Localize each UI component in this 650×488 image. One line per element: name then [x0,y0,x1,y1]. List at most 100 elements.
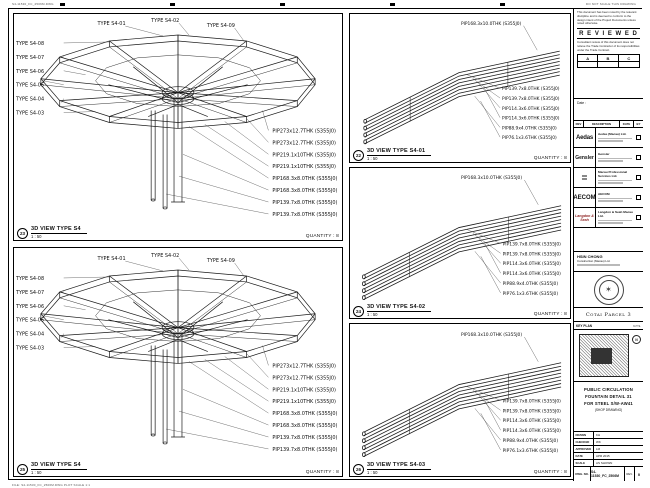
seal-area: ✶ [574,272,643,308]
view-quantity: QUANTITY : 8 [305,234,339,239]
view-ref-bubble: 22 [353,150,364,161]
rev-value: 0 [634,467,643,481]
consultant-name: AECOM [598,192,610,197]
panel-3d-view-type-s4-top: 23 3D VIEW TYPE S4 1 : 50 QUANTITY : 8 [13,13,343,241]
view-scale: 1 : 50 [367,156,378,161]
seal-star-icon: ✶ [605,284,612,294]
address-text-placeholder [577,264,620,266]
address-text-placeholder [598,137,633,140]
fold-mark [60,3,65,6]
consultant-info: Macau Professional Services Ltd. [596,170,636,184]
key-plan-scale: N.T.S. [633,323,641,328]
col-description: DESCRIPTION [584,121,620,127]
view-title-bar: 24 3D VIEW TYPE S4-02 1 : 50 QUANTITY : … [353,302,567,317]
consultant-info: Gensler [596,152,636,163]
fold-mark [280,3,285,6]
address-text-placeholder [598,179,633,182]
drawing-number-label: DWG. NO. [574,467,591,481]
field-row-approved: APPROVED LM [574,446,643,453]
field-value: KH [596,433,601,437]
consultant-row-mps: ≣ Macau Professional Services Ltd. [574,168,643,188]
field-value: WK [596,440,601,444]
consultant-row-aecom: AECOM AECOM [574,188,643,208]
drawing-fields: DRAWN KH CHECKED WK APPROVED LM DATE APR… [574,432,643,467]
option-b-checkbox [598,61,618,67]
field-value: AS SHOWN [596,461,613,465]
panel-3d-view-type-s4-bottom: 25 3D VIEW TYPE S4 1 : 50 QUANTITY : 8 [13,247,343,477]
key-plan-box: KEY PLAN N.T.S. N [574,322,643,382]
view-title-wrap: 3D VIEW TYPE S4 1 : 50 [31,226,87,239]
panel-3d-view-type-s4-02: 24 3D VIEW TYPE S4-02 1 : 50 QUANTITY : … [349,167,571,319]
view-quantity: QUANTITY : 8 [533,312,567,317]
field-row-checked: CHECKED WK [574,439,643,446]
view-title-wrap: 3D VIEW TYPE S4-02 1 : 50 [367,304,432,317]
review-status-options: A B C [577,54,640,69]
mps-logo: ≣ [574,168,596,187]
field-row-drawn: DRAWN KH [574,432,643,439]
consultant-checkbox [636,215,641,220]
revision-table: Date : REV DESCRIPTION DATE BY [574,99,643,128]
seal-inner-ring [598,279,619,300]
tube-3d-drawing [350,14,570,145]
view-quantity: QUANTITY : 8 [533,156,567,161]
panel-3d-view-type-s4-03: 26 3D VIEW TYPE S4-03 1 : 50 QUANTITY : … [349,323,571,477]
consultant-row-langdon-seah: Langdon & Seah Langdon & Seah Macau Ltd. [574,208,643,227]
reviewed-pre-note: This document has been noted by the rele… [577,10,637,26]
gensler-logo: Gensler [574,148,596,167]
address-text-placeholder [598,200,624,202]
key-plan-highlight [590,348,613,364]
consultant-row-aedas: Aedas Aedas (Macau) Ltd. [574,128,643,148]
view-title-bar: 23 3D VIEW TYPE S4 1 : 50 QUANTITY : 8 [17,224,339,239]
canopy-3d-drawing [14,14,342,223]
consultant-name: Langdon & Seah Macau Ltd. [598,210,633,218]
address-text-placeholder [598,219,633,222]
key-plan-hatched-map [579,334,629,377]
revision-table-header: REV DESCRIPTION DATE BY [574,120,643,127]
drawing-title-line: FOUNTAIN DETAIL 31 [585,394,632,400]
view-title: 3D VIEW TYPE S4-02 [367,304,432,312]
spare-stamp-area [574,228,643,252]
address-text-placeholder [598,222,624,224]
view-title: 3D VIEW TYPE S4-01 [367,148,432,156]
view-scale: 1 : 50 [367,312,378,317]
key-plan-title: KEY PLAN [576,323,593,328]
north-arrow-icon: N [632,335,641,344]
rev-label: REV. [624,467,634,481]
address-text-placeholder [598,140,624,142]
col-date: DATE [620,121,634,127]
tube-3d-drawing [350,324,570,459]
langdon-seah-logo: Langdon & Seah [574,208,596,227]
field-row-date: DATE APR 2015 [574,453,643,460]
field-label: APPROVED [574,446,594,452]
panel-3d-view-type-s4-01: 22 3D VIEW TYPE S4-01 1 : 50 QUANTITY : … [349,13,571,163]
fold-mark [500,3,505,6]
reviewed-stamp-text: R E V I E W E D [577,28,640,40]
option-b-label: B [606,55,610,61]
field-label: SCALE [574,460,594,466]
consultant-checkbox [636,175,641,180]
key-plan-header: KEY PLAN N.T.S. [574,322,643,330]
consultant-checkbox [636,195,641,200]
plot-stamp-bottom: FILE: S4-11530_FC_2506M.DWG PLOT SCALE 1… [12,483,91,487]
fold-mark [390,3,395,6]
review-option-c: C [618,55,639,67]
field-label: DATE [574,453,594,459]
field-row-scale: SCALE AS SHOWN [574,460,643,466]
fold-mark [170,3,175,6]
view-title: 3D VIEW TYPE S4-03 [367,462,432,470]
review-option-a: A [578,55,599,68]
view-ref-bubble: 23 [17,228,28,239]
contractor-name: HSIN CHONG [577,254,603,259]
address-text-placeholder [598,182,624,184]
consultant-info: Langdon & Seah Macau Ltd. [596,210,636,224]
plot-stamp-top: S4-11530_FC_2506M.DWG [12,2,54,6]
review-option-b: B [598,55,619,68]
canopy-3d-drawing [14,248,342,459]
view-title-bar: 22 3D VIEW TYPE S4-01 1 : 50 QUANTITY : … [353,146,567,161]
project-banner: Cotai Parcel 3 [574,308,643,322]
drawing-title-line: PUBLIC CIRCULATION [584,387,633,392]
view-title-wrap: 3D VIEW TYPE S4 1 : 50 [31,462,87,475]
view-title-wrap: 3D VIEW TYPE S4-01 1 : 50 [367,148,432,161]
field-value: LM [596,447,601,451]
view-title: 3D VIEW TYPE S4 [31,226,87,234]
